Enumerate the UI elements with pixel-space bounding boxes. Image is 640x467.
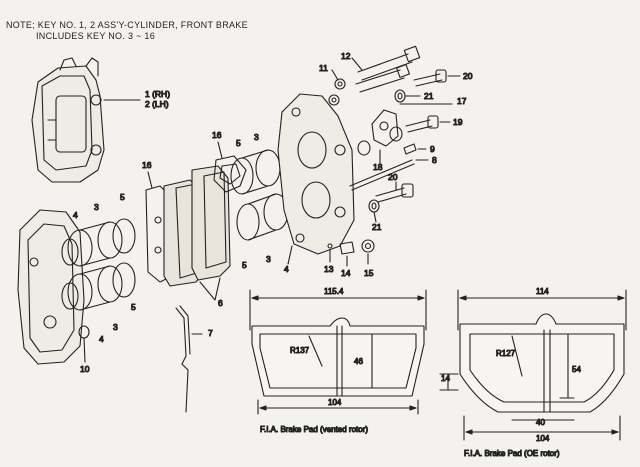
- pad-vented-height: 46: [354, 357, 363, 366]
- callout-3-a: 3: [94, 202, 99, 212]
- callout-20-a: 20: [463, 71, 473, 81]
- pad-oe-radius: R127: [496, 349, 516, 358]
- pin-8: [349, 159, 415, 191]
- callout-17: 17: [457, 96, 467, 106]
- pad-vented-caption: F.I.A. Brake Pad (vented rotor): [260, 425, 368, 434]
- pad-oe-caption: F.I.A. Brake Pad (OE rotor): [464, 449, 560, 458]
- note-line-1: NOTE; KEY NO. 1, 2 ASS'Y-CYLINDER, FRONT…: [6, 20, 248, 30]
- callout-5-a: 5: [120, 192, 125, 202]
- callout-19: 19: [453, 117, 463, 127]
- note-line-2: INCLUDES KEY NO. 3 ~ 16: [36, 31, 156, 41]
- pad-oe-bottom: 104: [536, 434, 550, 443]
- washer-21-top: [394, 89, 406, 103]
- pad-vented-width: 115.4: [324, 287, 344, 296]
- upper-bolts: [328, 45, 421, 106]
- callout-5-b: 5: [131, 302, 136, 312]
- pad-oe-inner: 40: [536, 418, 545, 427]
- pin-9: [403, 143, 417, 155]
- caliper-assembly: [31, 57, 141, 183]
- callout-16-a: 16: [142, 160, 152, 170]
- callout-21-a: 21: [424, 91, 434, 101]
- callout-10: 10: [80, 364, 90, 374]
- pad-vented-drawing: [249, 289, 427, 415]
- callout-5-c: 5: [236, 138, 241, 148]
- washer-21-bottom: [368, 199, 380, 213]
- callout-5-d: 5: [242, 260, 247, 270]
- bridge-plate: [357, 109, 403, 156]
- callout-18: 18: [373, 162, 383, 172]
- bleeder-parts: [327, 239, 375, 255]
- callout-13: 13: [324, 264, 334, 274]
- callout-14: 14: [341, 268, 351, 278]
- pad-vented-radius: R137: [290, 346, 310, 355]
- callout-9: 9: [430, 144, 435, 154]
- pad-vented-bottom: 104: [328, 398, 342, 407]
- bolt-20-top: [413, 69, 447, 87]
- callout-3-c: 3: [254, 132, 259, 142]
- bolt-20-bottom: [375, 183, 414, 203]
- callout-3-d: 3: [266, 254, 271, 264]
- callout-20-b: 20: [388, 172, 398, 182]
- pad-oe-drawing: [439, 289, 627, 441]
- pistons-left: [61, 218, 136, 339]
- callout-8: 8: [432, 155, 437, 165]
- callout-1: 1 (RH): [145, 89, 170, 99]
- pad-oe-height: 54: [572, 365, 581, 374]
- bolt-19: [405, 115, 439, 133]
- callout-3-b: 3: [113, 322, 118, 332]
- callout-11: 11: [319, 63, 328, 73]
- callout-4-b: 4: [99, 334, 104, 344]
- pad-oe-width: 114: [536, 287, 549, 296]
- caliper-half-left: [17, 209, 85, 365]
- callout-16-b: 16: [212, 130, 222, 140]
- caliper-half-right: [277, 93, 355, 255]
- brake-pads: [163, 165, 231, 287]
- callout-21-b: 21: [372, 222, 382, 232]
- callout-2: 2 (LH): [145, 99, 169, 109]
- pad-oe-side: 14: [441, 374, 450, 383]
- callout-4-a: 4: [73, 210, 78, 220]
- pad-spring: [175, 305, 191, 413]
- callout-6: 6: [218, 298, 223, 308]
- callout-12: 12: [341, 51, 351, 61]
- callout-7: 7: [208, 328, 213, 338]
- callout-15: 15: [364, 268, 374, 278]
- callout-4-c: 4: [284, 264, 289, 274]
